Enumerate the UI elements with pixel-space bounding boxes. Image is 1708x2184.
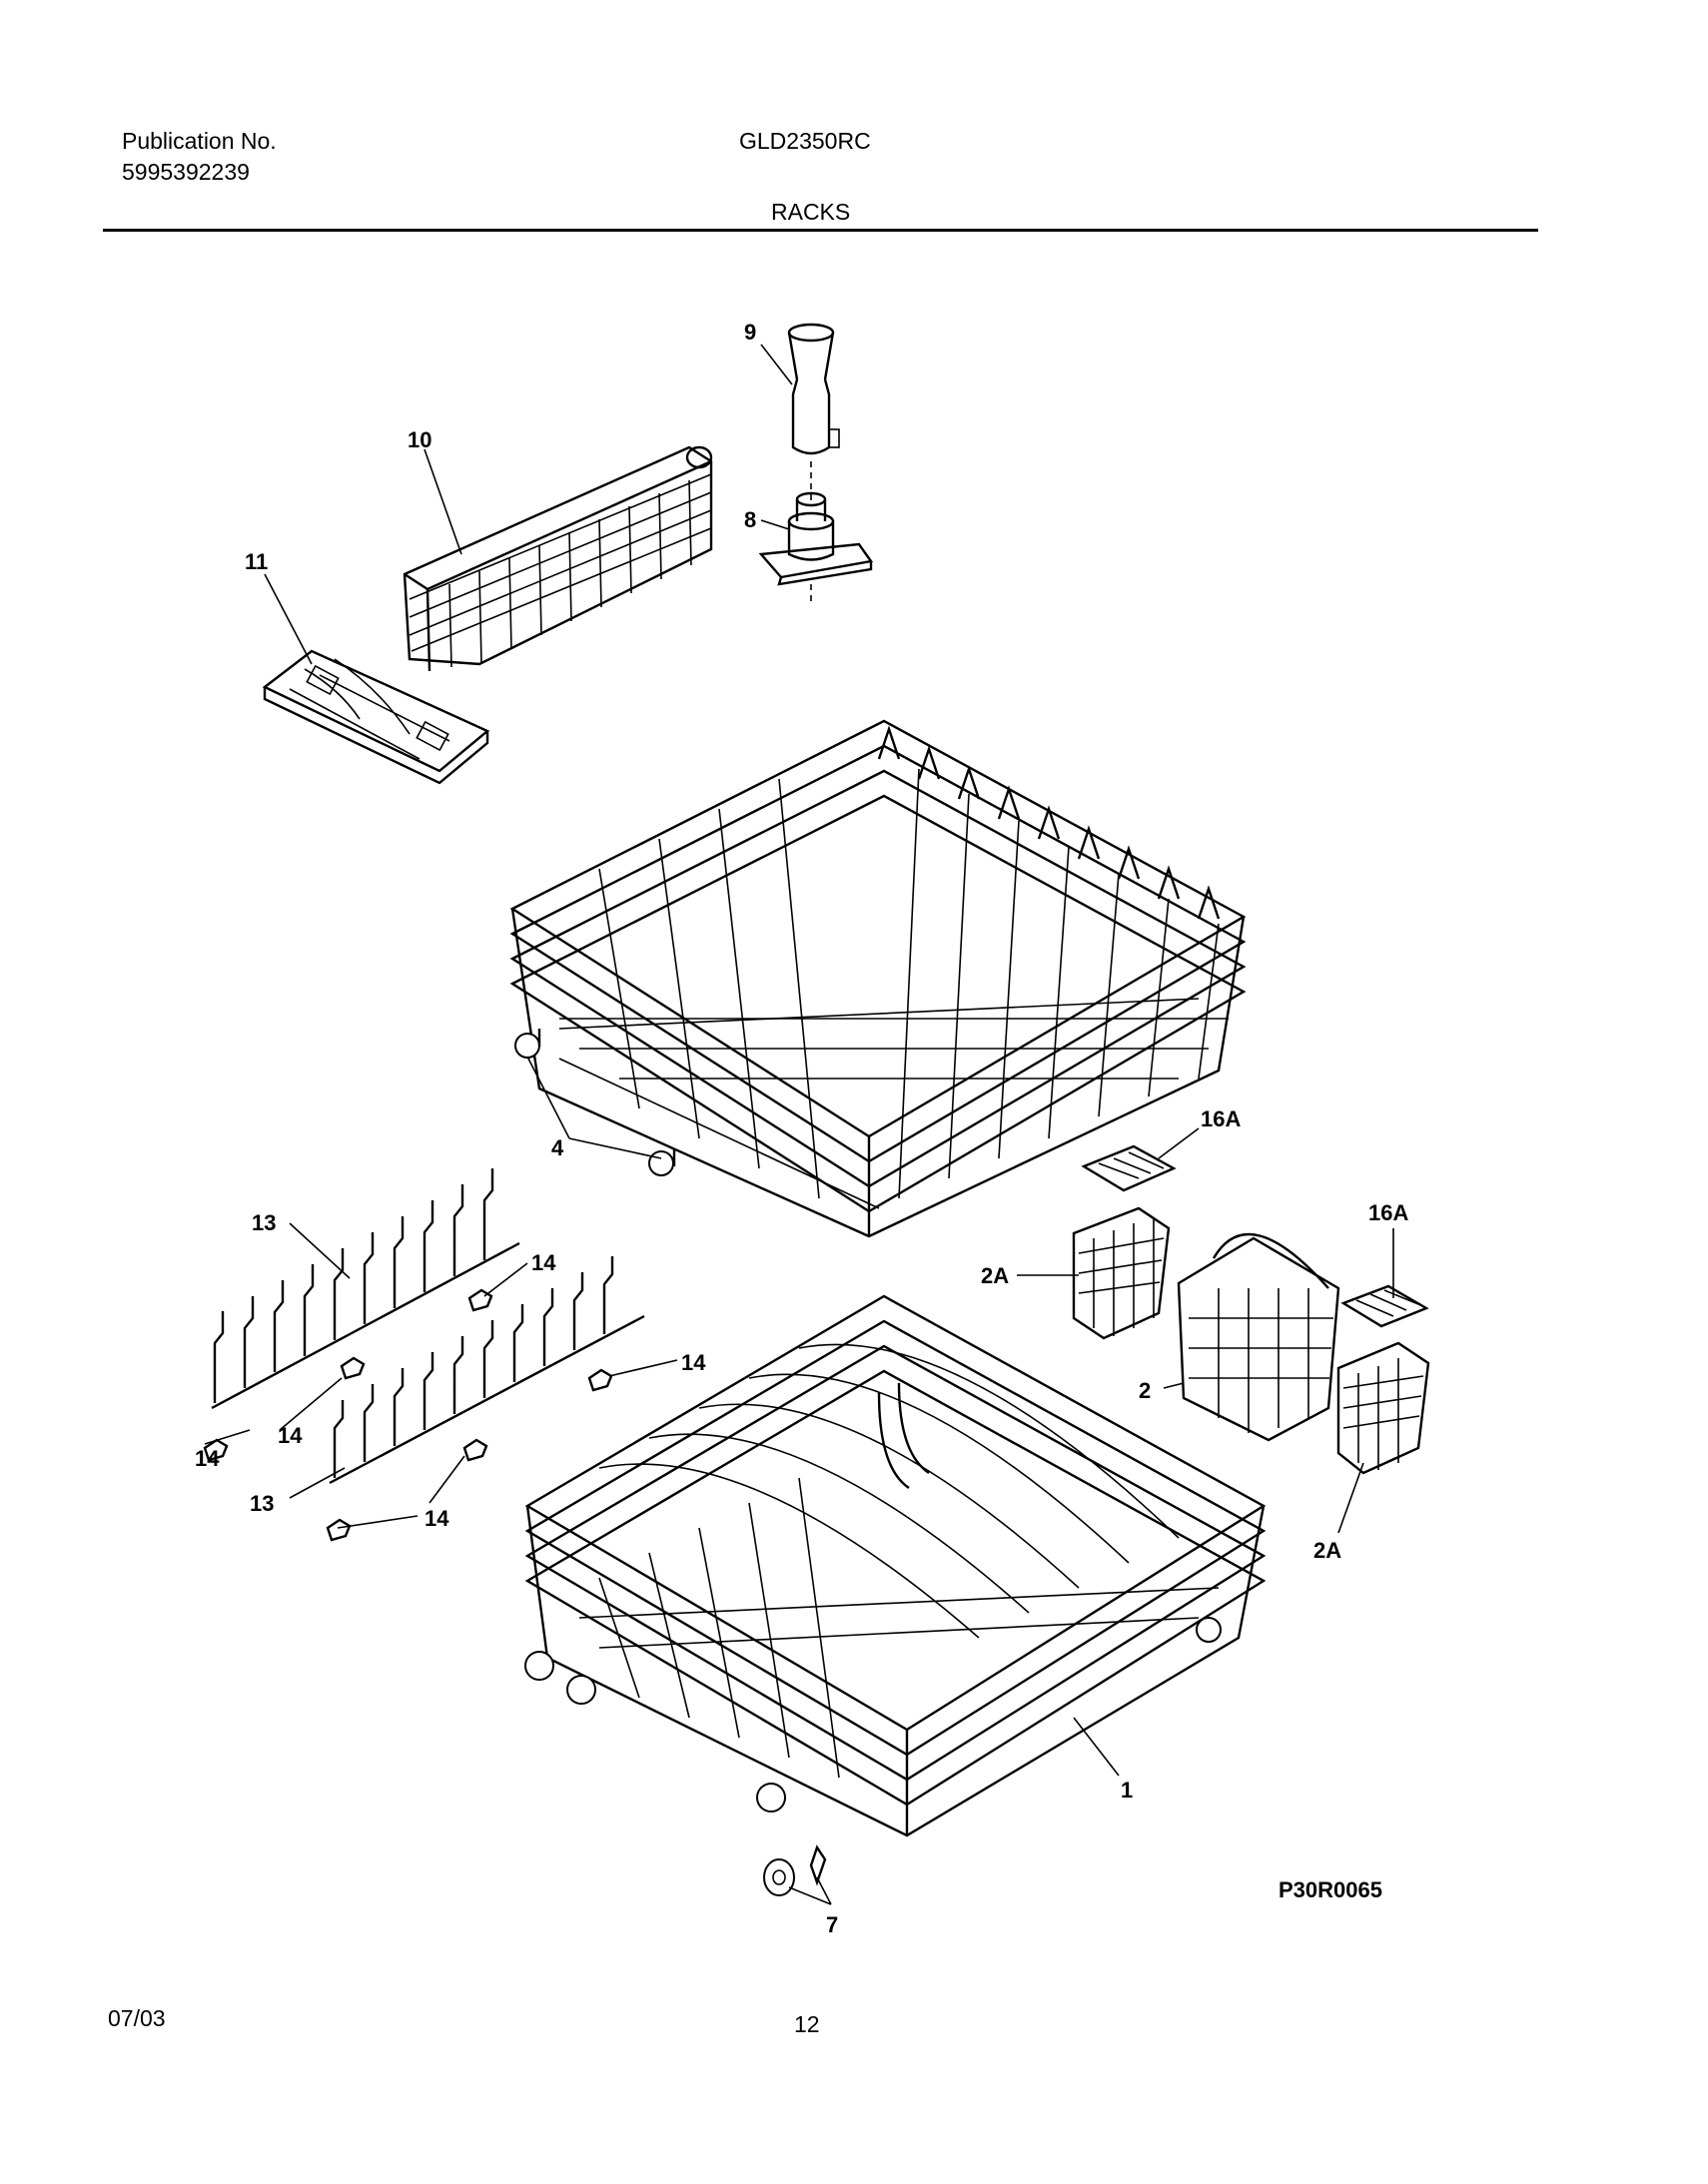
callout-9: 9 [744, 320, 756, 345]
part-9-nozzle [787, 323, 840, 504]
upper-rack [509, 719, 1247, 1238]
model-number: GLD2350RC [739, 128, 871, 154]
part-2-basket-center [1177, 1232, 1340, 1442]
callout-labels: 9 8 10 11 4 16A 16A 2A 2 2A 1 7 13 13 14… [195, 320, 1408, 1937]
lower-rack [524, 1294, 1267, 1837]
callout-4: 4 [551, 1135, 564, 1160]
drawing-code: P30R0065 [1279, 1877, 1382, 1902]
callout-14-c: 14 [681, 1350, 706, 1375]
part-16a-cover-lower [1340, 1284, 1429, 1328]
leader-lines [204, 344, 1394, 1905]
part-11-cup-shelf [262, 649, 490, 785]
callout-1: 1 [1121, 1778, 1133, 1803]
part-14-clips [203, 1288, 613, 1542]
callout-8: 8 [744, 507, 756, 532]
part-2a-basket-right [1336, 1341, 1430, 1475]
callout-2a-left: 2A [981, 1263, 1009, 1288]
callout-7: 7 [826, 1912, 838, 1937]
callout-14-a: 14 [531, 1250, 556, 1275]
page-number: 12 [794, 2011, 820, 2037]
part-7-wheel [763, 1844, 827, 1896]
callout-16a-upper: 16A [1201, 1106, 1241, 1131]
callout-2a-right: 2A [1313, 1538, 1341, 1563]
part-2a-basket-left [1072, 1206, 1171, 1340]
callout-11: 11 [245, 549, 268, 574]
part-10-utensil-basket [403, 445, 713, 672]
publication-label: Publication No. [122, 128, 277, 154]
callout-10: 10 [408, 427, 431, 452]
part-13-tine-row-upper [211, 1168, 520, 1410]
callout-14-b: 14 [278, 1423, 303, 1448]
part-8-nozzle-mount [758, 491, 874, 604]
callout-14-e: 14 [195, 1446, 220, 1471]
callout-13-upper: 13 [252, 1210, 276, 1235]
callout-13-lower: 13 [250, 1491, 274, 1516]
callout-16a-lower: 16A [1368, 1200, 1408, 1225]
publication-number: 5995392239 [122, 159, 250, 185]
header-rule [103, 229, 1538, 232]
footer-date: 07/03 [108, 2005, 166, 2031]
part-13-tine-row-lower [329, 1256, 645, 1485]
callout-14-d: 14 [425, 1506, 449, 1531]
section-title: RACKS [771, 199, 851, 225]
callout-2: 2 [1139, 1378, 1151, 1403]
part-16a-cover-upper [1081, 1144, 1177, 1192]
